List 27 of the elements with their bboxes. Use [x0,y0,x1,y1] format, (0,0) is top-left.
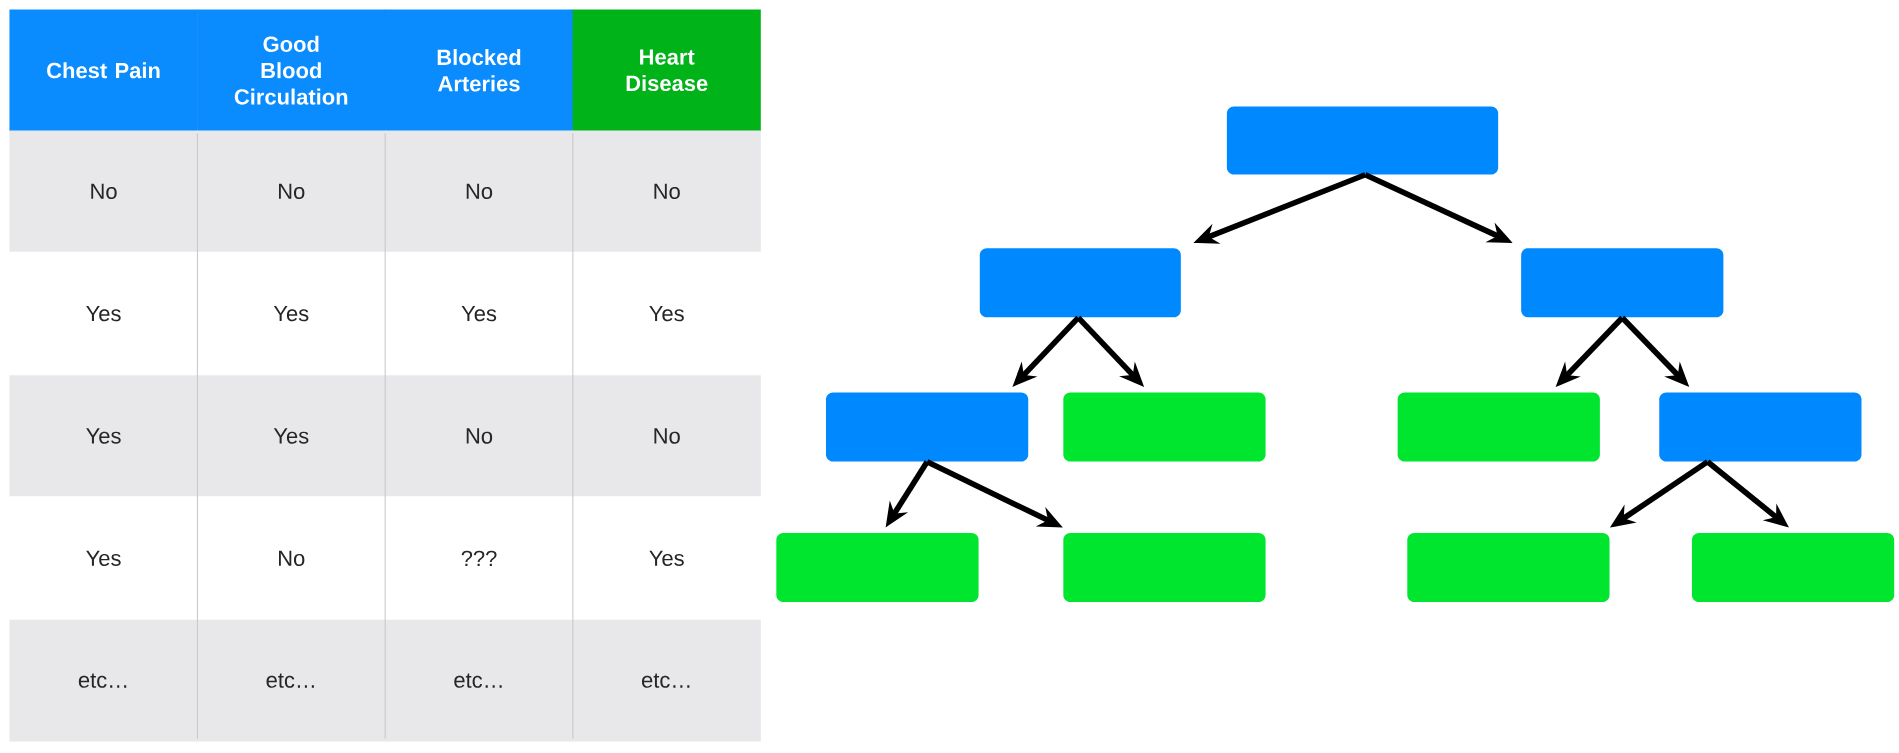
tree-node-box [776,532,979,602]
table-cell: No [572,130,761,253]
table-cell: No [384,375,574,497]
table-cell: etc… [9,619,198,742]
table-cell: No [197,130,386,253]
tree-node-box [1063,532,1266,602]
table-cell: etc… [572,619,761,742]
tree-node-box [979,248,1181,318]
tree-node-box [1659,392,1862,462]
header-cell: Heart Disease [572,9,761,132]
tree-node-box [1063,392,1266,462]
tree-node-box [1226,106,1499,175]
table-cell: No [572,375,761,497]
header-cell: Good Blood Circulation [197,9,386,132]
table-cell: Yes [197,375,386,497]
tree-node-box [826,392,1029,462]
tree-node-box [1407,532,1610,602]
tree-node-box [1397,392,1600,462]
table-cell: No [9,130,198,253]
table-cell: No [384,130,574,253]
table-cell: etc… [197,619,386,742]
header-cell: Blocked Arteries [384,9,574,132]
table-cell: etc… [384,619,574,742]
tree-node-box [1521,248,1724,318]
table-cell: Yes [9,375,198,497]
header-cell: Chest Pain [9,9,198,132]
tree-node-box [1691,532,1895,602]
